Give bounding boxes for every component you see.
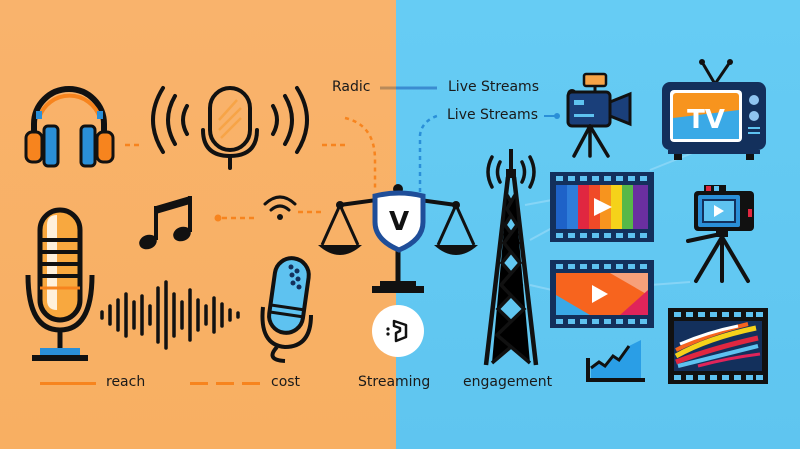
music-note-icon	[139, 196, 192, 250]
wifi-icon	[263, 195, 297, 220]
studio-microphone-icon	[25, 207, 95, 361]
shield-icon: V	[372, 190, 426, 253]
radio-tower-icon	[483, 149, 539, 366]
legend-cost-label: cost	[271, 374, 301, 390]
camera-tripod-icon	[686, 185, 754, 283]
legend-reach-line	[40, 382, 96, 385]
film-strip-play-icon	[550, 260, 654, 328]
streaming-logo-icon[interactable]	[372, 305, 424, 357]
film-strip-abstract-icon	[668, 308, 768, 384]
broadcast-microphone-icon	[151, 86, 309, 170]
television-icon: TV	[662, 59, 766, 160]
label-radio: Radic	[332, 79, 371, 95]
legend-cost-line	[190, 382, 260, 385]
headphones-icon	[24, 86, 115, 168]
sound-wave-icon	[100, 280, 240, 350]
video-camera-icon	[566, 72, 632, 158]
svg-text:V: V	[389, 207, 409, 237]
balance-scale-icon	[318, 184, 478, 293]
streaming-glyph-icon	[386, 319, 408, 343]
podcast-microphone-icon	[260, 256, 313, 363]
label-live-streams-2: Live Streams	[447, 107, 538, 123]
svg-text:TV: TV	[687, 105, 725, 135]
legend-reach-label: reach	[106, 374, 146, 390]
label-streaming: Streaming	[358, 374, 431, 390]
label-live-streams-1: Live Streams	[448, 79, 539, 95]
label-engagement: engagement	[463, 374, 553, 390]
growth-chart-icon	[586, 340, 645, 382]
film-strip-rainbow-icon	[550, 172, 654, 242]
legend: reach cost	[38, 372, 338, 396]
